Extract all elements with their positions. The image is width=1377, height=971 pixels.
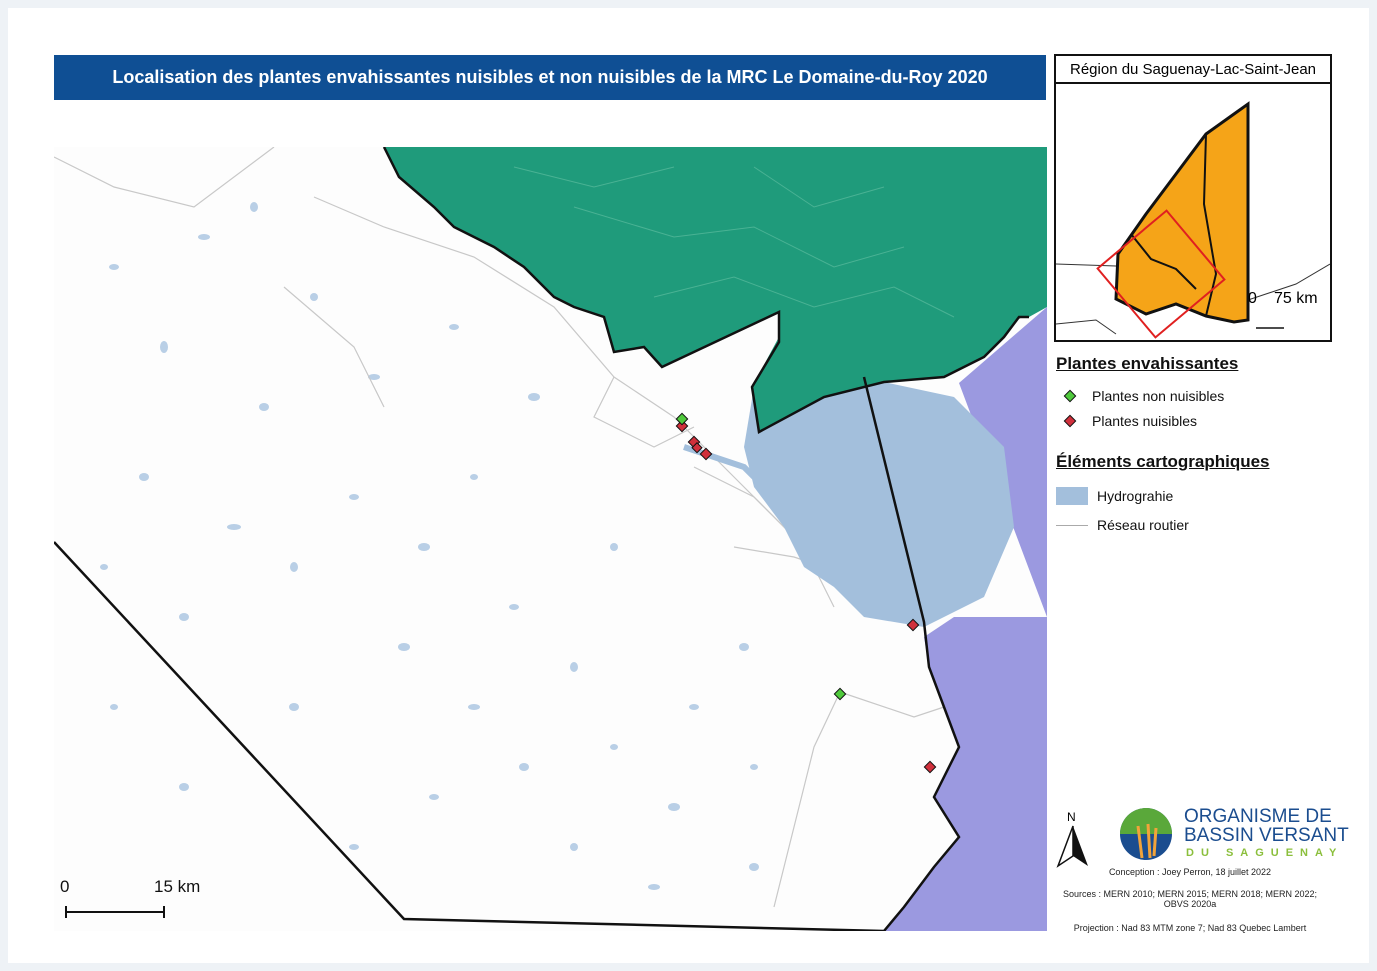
marker-nuisible[interactable] (923, 760, 937, 774)
north-arrow-icon (1056, 825, 1088, 868)
inset-scale-zero: 0 (1248, 290, 1257, 307)
legend-non-nuisible-label: Plantes non nuisibles (1092, 388, 1225, 404)
legend-item-non-nuisible: Plantes non nuisibles (1062, 388, 1224, 404)
main-map[interactable]: 0 15 km (54, 147, 1047, 931)
inset-coast (1056, 319, 1117, 335)
markers-non-nuisible (675, 412, 847, 701)
neighbour-region-east (884, 307, 1047, 931)
inset-map-canvas (1056, 101, 1330, 339)
legend-nuisible-label: Plantes nuisibles (1092, 413, 1198, 429)
legend-road-label: Réseau routier (1097, 517, 1189, 533)
mrc-boundary-east (862, 376, 961, 931)
inset-map[interactable]: Région du Saguenay-Lac-Saint-Jean 0 75 k… (1054, 54, 1332, 342)
lake-saint-jean (744, 382, 1014, 627)
hydro-swatch (1056, 487, 1088, 505)
markers-nuisible (675, 419, 937, 774)
scale-label: 15 km (154, 877, 201, 896)
mrc-boundary-southwest (54, 541, 885, 931)
obvs-logo-icon (1120, 808, 1172, 860)
map-title: Localisation des plantes envahissantes n… (54, 55, 1046, 100)
marker-nuisible[interactable] (699, 447, 713, 461)
inset-title: Région du Saguenay-Lac-Saint-Jean (1056, 56, 1330, 84)
legend-hydro-label: Hydrograhie (1097, 488, 1174, 504)
inset-region (1114, 101, 1250, 324)
inset-extent-frame (1096, 209, 1226, 339)
inset-scale-label: 75 km (1274, 290, 1318, 307)
north-label: N (1067, 810, 1076, 824)
marker-non-nuisible[interactable] (833, 687, 847, 701)
marker-nuisible[interactable] (691, 442, 703, 454)
legend-item-nuisible: Plantes nuisibles (1062, 413, 1197, 429)
map-title-text: Localisation des plantes envahissantes n… (112, 67, 988, 87)
marker-non-nuisible[interactable] (675, 412, 689, 426)
legend-elements-heading: Éléments cartographiques (1056, 452, 1270, 471)
inset-subregion-line (1202, 133, 1218, 317)
scale-bar (65, 906, 165, 918)
nuisible-symbol-icon (1063, 414, 1077, 428)
credit-conception: Conception : Joey Perron, 18 juillet 202… (1108, 867, 1272, 877)
scale-zero: 0 (60, 877, 70, 896)
logo-line1: ORGANISME DE (1184, 806, 1332, 827)
road-swatch (1056, 524, 1088, 526)
mrc-boundary-north (382, 147, 1029, 434)
logo-line3: DU SAGUENAY (1186, 847, 1344, 859)
logo-line2: BASSIN VERSANT (1184, 825, 1349, 846)
protected-area (384, 147, 1047, 432)
small-lakes (100, 202, 759, 890)
river (683, 444, 757, 480)
marker-nuisible[interactable] (906, 618, 920, 632)
main-map-canvas (54, 147, 1047, 931)
non-nuisible-symbol-icon (1063, 389, 1077, 403)
marker-nuisible[interactable] (675, 419, 689, 433)
legend-plants-heading: Plantes envahissantes (1056, 354, 1239, 373)
legend-item-road: Réseau routier (1056, 517, 1189, 533)
green-subdivisions (513, 166, 955, 318)
legend-item-hydro: Hydrograhie (1056, 487, 1173, 505)
credit-sources: Sources : MERN 2010; MERN 2015; MERN 201… (1062, 889, 1318, 909)
credit-projection: Projection : Nad 83 MTM zone 7; Nad 83 Q… (1073, 923, 1307, 933)
inset-subregion-line-2 (1130, 233, 1197, 290)
